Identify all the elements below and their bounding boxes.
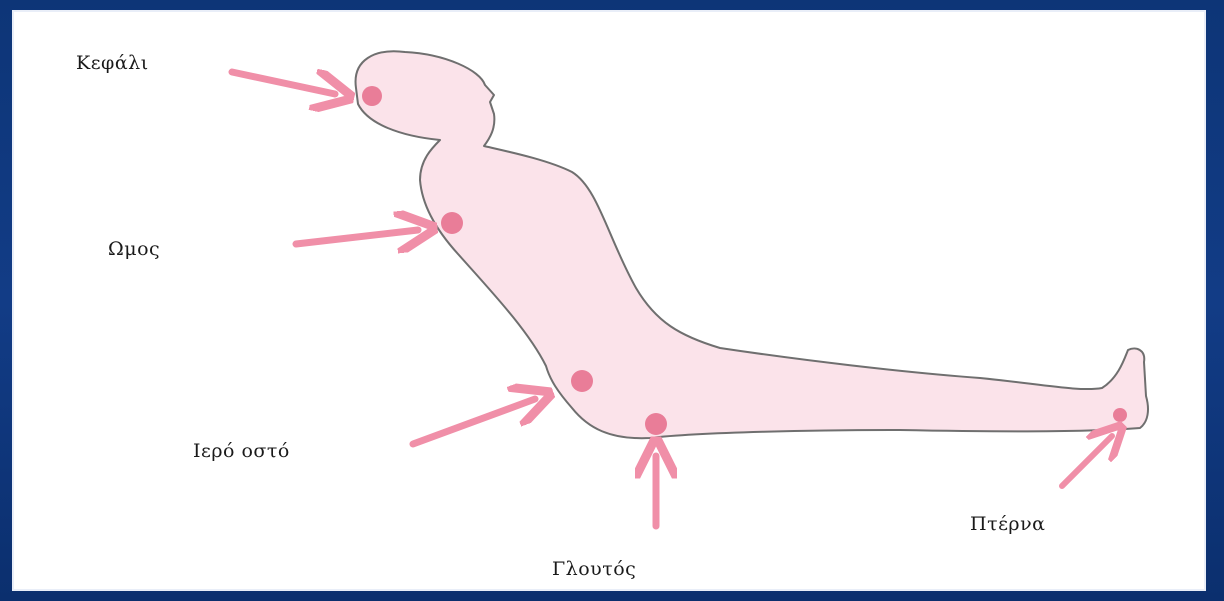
heel-arrow xyxy=(1062,436,1112,486)
sacrum-marker xyxy=(571,370,593,392)
shoulder-marker xyxy=(441,212,463,234)
head-marker xyxy=(362,86,382,106)
body-silhouette xyxy=(356,51,1148,438)
sacrum-label: Ιερό οστό xyxy=(193,440,290,462)
heel-label: Πτέρνα xyxy=(970,513,1045,535)
shoulder-arrow xyxy=(296,230,418,244)
shoulder-label: Ωμος xyxy=(108,238,160,260)
heel-marker xyxy=(1113,408,1127,422)
buttock-label: Γλουτός xyxy=(552,558,636,580)
head-label: Κεφάλι xyxy=(76,52,149,74)
head-arrow xyxy=(232,72,335,94)
sacrum-arrow xyxy=(413,399,535,444)
buttock-marker xyxy=(645,413,667,435)
